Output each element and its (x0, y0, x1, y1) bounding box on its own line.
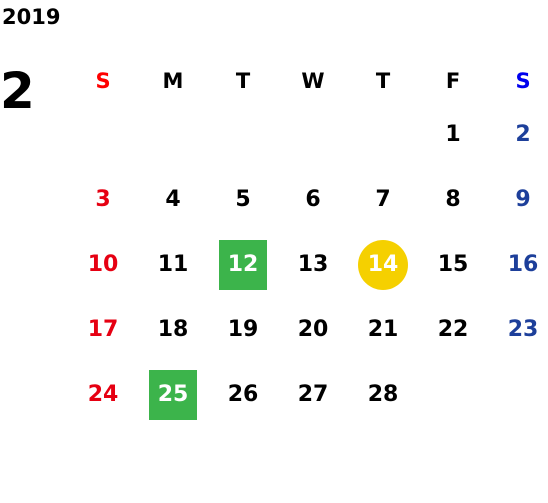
day-cell[interactable]: 13 (278, 232, 348, 297)
highlighted-day-number: 12 (219, 239, 267, 290)
day-number: 10 (87, 252, 119, 277)
day-number: 2 (515, 122, 531, 147)
day-number: 13 (297, 252, 329, 277)
day-number: 7 (375, 187, 391, 212)
today-day-number: 14 (358, 239, 408, 290)
day-cell[interactable]: 12 (208, 232, 278, 297)
day-cell[interactable]: 26 (208, 362, 278, 427)
weekday-sunday: S (95, 69, 111, 93)
day-number: 19 (227, 317, 259, 342)
day-cell[interactable]: 24 (68, 362, 138, 427)
weekday-tuesday: T (235, 69, 251, 93)
day-number: 17 (87, 317, 119, 342)
week-row: 24 25 26 27 28 (68, 362, 548, 427)
day-number: 20 (297, 317, 329, 342)
weekday-saturday: S (515, 69, 531, 93)
day-cell[interactable]: 7 (348, 167, 418, 232)
day-cell[interactable]: 28 (348, 362, 418, 427)
day-number: 23 (507, 317, 539, 342)
weekday-friday: F (445, 69, 461, 93)
day-cell[interactable]: 16 (488, 232, 548, 297)
day-cell[interactable]: 20 (278, 297, 348, 362)
empty-day-cell (278, 102, 348, 167)
day-number: 8 (445, 187, 461, 212)
empty-day-cell (68, 102, 138, 167)
day-cell[interactable]: 19 (208, 297, 278, 362)
day-cell[interactable]: 23 (488, 297, 548, 362)
day-number: 6 (305, 187, 321, 212)
day-cell[interactable]: 11 (138, 232, 208, 297)
day-number: 1 (445, 122, 461, 147)
day-number: 9 (515, 187, 531, 212)
day-number: 27 (297, 382, 329, 407)
day-number: 15 (437, 252, 469, 277)
day-cell[interactable]: 15 (418, 232, 488, 297)
month-label: 2 (0, 62, 35, 120)
weekday-header-row: S M T W T F S (68, 60, 548, 102)
day-cell[interactable]: 3 (68, 167, 138, 232)
day-cell[interactable]: 22 (418, 297, 488, 362)
day-cell[interactable]: 14 (348, 232, 418, 297)
day-number: 4 (165, 187, 181, 212)
day-number: 28 (367, 382, 399, 407)
week-row: 3 4 5 6 7 8 9 (68, 167, 548, 232)
weekday-thursday: T (375, 69, 391, 93)
week-row: 10 11 12 13 14 15 16 (68, 232, 548, 297)
day-cell[interactable]: 17 (68, 297, 138, 362)
day-number: 21 (367, 317, 399, 342)
year-label: 2019 (2, 5, 61, 29)
day-cell[interactable]: 25 (138, 362, 208, 427)
day-cell[interactable]: 1 (418, 102, 488, 167)
day-number: 26 (227, 382, 259, 407)
empty-day-cell (488, 362, 548, 427)
day-cell[interactable]: 21 (348, 297, 418, 362)
day-cell[interactable]: 10 (68, 232, 138, 297)
empty-day-cell (138, 102, 208, 167)
day-cell[interactable]: 6 (278, 167, 348, 232)
day-cell[interactable]: 27 (278, 362, 348, 427)
day-number: 5 (235, 187, 251, 212)
day-number: 3 (95, 187, 111, 212)
day-cell[interactable]: 9 (488, 167, 548, 232)
day-cell[interactable]: 18 (138, 297, 208, 362)
empty-day-cell (418, 362, 488, 427)
weekday-wednesday: W (301, 69, 325, 93)
day-number: 18 (157, 317, 189, 342)
week-row: 17 18 19 20 21 22 23 (68, 297, 548, 362)
day-number: 24 (87, 382, 119, 407)
day-number: 16 (507, 252, 539, 277)
day-cell[interactable]: 8 (418, 167, 488, 232)
weekday-monday: M (162, 69, 184, 93)
day-number: 22 (437, 317, 469, 342)
empty-day-cell (208, 102, 278, 167)
empty-day-cell (348, 102, 418, 167)
day-cell[interactable]: 4 (138, 167, 208, 232)
day-cell[interactable]: 5 (208, 167, 278, 232)
day-cell[interactable]: 2 (488, 102, 548, 167)
highlighted-day-number: 25 (149, 369, 197, 420)
day-number: 11 (157, 252, 189, 277)
